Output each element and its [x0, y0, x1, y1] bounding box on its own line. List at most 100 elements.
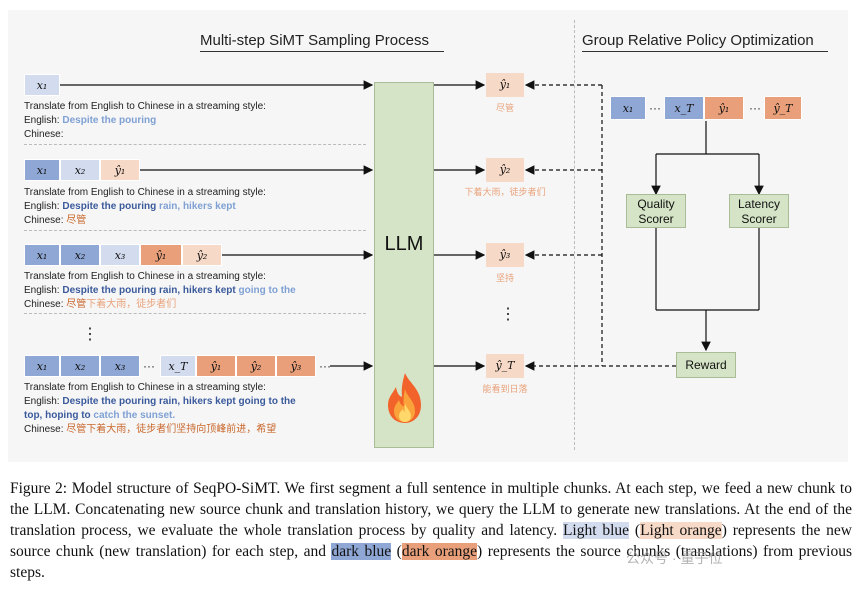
quality-scorer: Quality Scorer: [626, 194, 686, 228]
grpo-token-xT: x_T: [664, 96, 704, 120]
llm-label: LLM: [384, 233, 424, 255]
row-divider: [24, 313, 366, 314]
caption-light-orange: Light orange: [640, 522, 722, 539]
watermark: 公众号 · 量子位: [626, 550, 723, 566]
caption-light-blue: Light blue: [562, 522, 630, 539]
connector-lines: [60, 80, 764, 371]
row-divider: [24, 230, 366, 231]
row3-zh-dark: 尽管: [66, 299, 87, 310]
english-label: English:: [24, 396, 60, 407]
chinese-label: Chinese:: [24, 129, 64, 140]
fire-icon: [388, 373, 421, 423]
output-y1-zh: 尽管: [495, 103, 514, 113]
grpo-token-yT: ŷ_T: [764, 96, 802, 120]
row2-instruction: Translate from English to Chinese in a s…: [24, 187, 266, 198]
row2-en-dark: Despite the pouring: [62, 201, 157, 212]
latency-scorer-line2: Scorer: [741, 212, 777, 226]
rows-ellipsis: ⋮: [82, 326, 98, 343]
row3-english: English: Despite the pouring rain, hiker…: [24, 284, 296, 298]
rowT-instruction: Translate from English to Chinese in a s…: [24, 382, 266, 393]
rowT-en-dark-1: Despite the pouring rain, hikers kept go…: [62, 396, 296, 407]
row1-text: Translate from English to Chinese in a s…: [24, 100, 266, 142]
right-title-underline: [582, 51, 828, 52]
token-x1: x₁: [24, 159, 60, 181]
token-x2: x₂: [60, 244, 100, 266]
grpo-ellipsis: ···: [749, 101, 761, 115]
rowT-english: English: Despite the pouring rain, hiker…: [24, 395, 296, 409]
output-yT-zh: 能看到日落: [482, 384, 528, 394]
left-section-title: Multi-step SiMT Sampling Process: [200, 32, 429, 49]
section-divider: [574, 20, 575, 450]
rowT-chinese: Chinese: 尽管下着大雨，徒步者们坚持向顶峰前进，希望: [24, 423, 296, 437]
caption-main: Figure 2: Model structure of SeqPO-SiMT.…: [10, 480, 852, 539]
token-y2: ŷ₂: [182, 244, 222, 266]
row1-english: English: Despite the pouring: [24, 114, 266, 128]
row3-text: Translate from English to Chinese in a s…: [24, 270, 296, 312]
token-y1: ŷ₁: [100, 159, 140, 181]
latency-scorer: Latency Scorer: [729, 194, 789, 228]
token-y3: ŷ₃: [276, 355, 316, 377]
english-label: English:: [24, 201, 60, 212]
token-y2: ŷ₂: [236, 355, 276, 377]
rowT-english-cont: top, hoping to catch the sunset.: [24, 409, 296, 423]
output-y2: ŷ₂: [486, 158, 524, 182]
token-y1: ŷ₁: [196, 355, 236, 377]
figure-panel: Multi-step SiMT Sampling Process Group R…: [8, 10, 848, 462]
quality-scorer-line2: Scorer: [638, 212, 674, 226]
chinese-label: Chinese:: [24, 299, 64, 310]
grpo-token-y1: ŷ₁: [704, 96, 744, 120]
rowT-en-light: catch the sunset.: [93, 410, 176, 421]
outputs-ellipsis: ⋮: [500, 306, 516, 323]
rowT-zh-dark: 尽管下着大雨，徒步者们坚持向顶峰前进，希望: [66, 424, 277, 435]
row3-en-dark: Despite the pouring rain, hikers kept: [62, 285, 236, 296]
chinese-label: Chinese:: [24, 215, 64, 226]
row1-en-light: Despite the pouring: [62, 115, 157, 126]
token-x1: x₁: [24, 74, 60, 96]
token-ellipsis: ···: [319, 359, 331, 373]
token-x1: x₁: [24, 355, 60, 377]
token-x2: x₂: [60, 159, 100, 181]
token-x3: x₃: [100, 244, 140, 266]
rowT-en-dark-2: top, hoping to: [24, 410, 91, 421]
caption-middle: represents the new source chunk (new tra…: [10, 522, 853, 560]
token-x3: x₃: [100, 355, 140, 377]
caption-dark-orange: dark orange: [401, 543, 478, 560]
row3-en-light: going to the: [238, 285, 296, 296]
token-x1: x₁: [24, 244, 60, 266]
english-label: English:: [24, 285, 60, 296]
latency-scorer-line1: Latency: [737, 197, 781, 211]
row1-chinese: Chinese:: [24, 128, 266, 142]
row3-chinese: Chinese: 尽管下着大雨，徒步者们: [24, 298, 296, 312]
row2-english: English: Despite the pouring rain, hiker…: [24, 200, 266, 214]
output-y2-zh: 下着大雨，徒步者们: [464, 187, 546, 197]
caption-end: represents the source chunks (translatio…: [10, 543, 853, 581]
grpo-token-x1: x₁: [610, 96, 646, 120]
llm-block: LLM: [374, 82, 434, 448]
left-title-underline: [200, 51, 444, 52]
output-y3-zh: 坚持: [495, 273, 514, 283]
row2-text: Translate from English to Chinese in a s…: [24, 186, 266, 228]
token-x2: x₂: [60, 355, 100, 377]
row1-instruction: Translate from English to Chinese in a s…: [24, 101, 266, 112]
reward-box: Reward: [676, 352, 736, 378]
token-y1: ŷ₁: [140, 244, 182, 266]
right-section-title: Group Relative Policy Optimization: [582, 32, 814, 49]
output-yT: ŷ_T: [486, 354, 524, 378]
output-y3: ŷ₃: [486, 243, 524, 267]
grpo-ellipsis: ···: [649, 101, 661, 115]
row3-instruction: Translate from English to Chinese in a s…: [24, 271, 266, 282]
output-y1: ŷ₁: [486, 73, 524, 97]
row3-zh-light: 下着大雨，徒步者们: [86, 299, 177, 310]
row-divider: [24, 144, 366, 145]
english-label: English:: [24, 115, 60, 126]
token-xT: x_T: [160, 355, 196, 377]
row2-chinese: Chinese: 尽管: [24, 214, 266, 228]
caption-dark-blue: dark blue: [331, 543, 392, 560]
chinese-label: Chinese:: [24, 424, 64, 435]
row2-en-light: rain, hikers kept: [159, 201, 236, 212]
quality-scorer-line1: Quality: [637, 197, 675, 211]
token-ellipsis: ···: [143, 359, 155, 373]
row2-zh-light: 尽管: [66, 215, 87, 226]
figure-caption: Figure 2: Model structure of SeqPO-SiMT.…: [10, 480, 853, 581]
rowT-text: Translate from English to Chinese in a s…: [24, 381, 296, 437]
